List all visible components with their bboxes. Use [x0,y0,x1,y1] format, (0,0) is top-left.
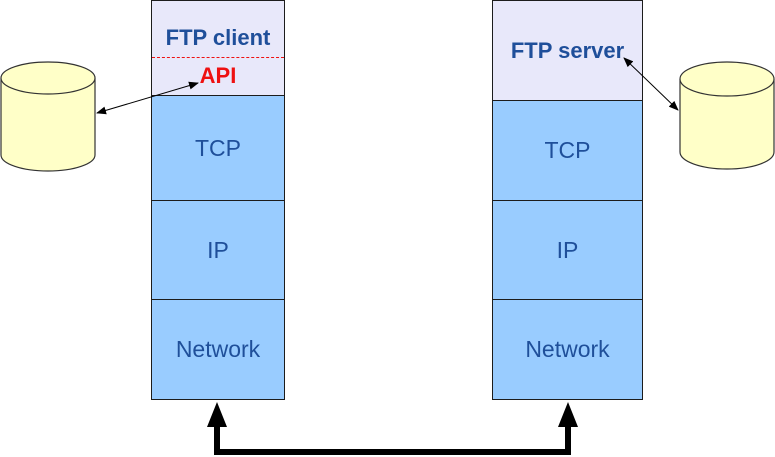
client-tcp-label: TCP [195,134,241,161]
api-label: API [199,63,237,88]
api-divider [152,57,284,58]
client-disk-access-arrow [96,81,199,115]
server-disk-icon [679,61,775,170]
server-app-label: FTP server [510,38,625,63]
server-tcp-label: TCP [544,137,591,163]
server-ip-label: IP [556,236,579,263]
client-network-layer: Network [151,299,285,400]
server-app-layer: FTP server [492,0,643,101]
server-network-label: Network [525,336,610,362]
server-disk-access-arrow [623,57,679,111]
client-app-label: FTP client [165,25,271,50]
server-network-layer: Network [492,299,643,400]
server-ip-layer: IP [492,200,643,300]
server-tcp-layer: TCP [492,100,643,201]
client-disk-icon [0,61,96,172]
client-app-layer: FTP client API [151,0,285,96]
client-ip-label: IP [207,236,229,263]
physical-link-connector [207,402,578,455]
client-network-label: Network [175,336,261,362]
client-tcp-layer: TCP [151,95,285,201]
